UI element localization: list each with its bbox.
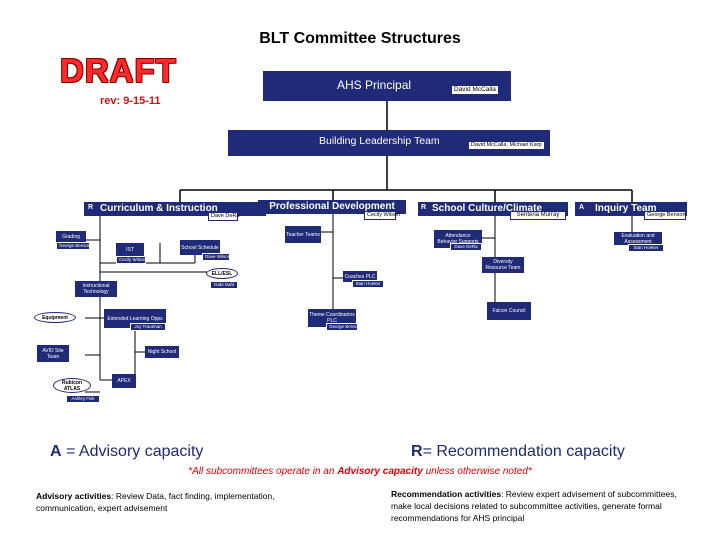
coaches-plc-lead: Stan Hoeker [352, 280, 384, 288]
advisory-legend-text: = Advisory capacity [61, 443, 204, 460]
apex-box[interactable]: APEX [112, 374, 136, 388]
night-school-box[interactable]: Night School [145, 346, 179, 358]
ell-esl-lead: Gabi Dahl [210, 281, 238, 289]
theme-coordinators-lead: George Benson [326, 323, 361, 331]
attendance-lead: Dave DeRa [450, 243, 482, 251]
culture-title: School Culture/Climate [432, 203, 543, 214]
school-schedule-box[interactable]: School Schedule [180, 240, 220, 255]
evaluation-box[interactable]: Evaluation and Assessment [614, 232, 662, 245]
theme-coordinators-box[interactable]: Theme Coordinators PLC [308, 309, 356, 327]
culture-lead: Senteria Murray [510, 211, 566, 220]
inquiry-lead: George Benson [644, 211, 686, 220]
subcommittee-note: *All subcommittees operate in an Advisor… [0, 466, 720, 477]
recommend-legend: R= Recommendation capacity [411, 443, 625, 461]
curriculum-capacity-letter: R [88, 204, 94, 211]
inquiry-capacity-letter: A [579, 204, 585, 211]
advisory-legend: A = Advisory capacity [50, 443, 203, 461]
recommend-legend-letter: R [411, 443, 423, 460]
recommendation-activities-text: : Review expert advisement of subcommitt… [391, 489, 677, 523]
inquiry-title: Inquiry Team [595, 203, 657, 214]
ell-esl-oval[interactable]: ELL/ESL [206, 268, 238, 279]
rubicon-atlas-oval[interactable]: Rubicon ATLAS [53, 378, 91, 393]
advisory-activities: Advisory activities: Review Data, fact f… [36, 490, 286, 514]
revision-label: rev: 9-15-11 [100, 95, 161, 107]
avid-site-team-box[interactable]: AVID Site Team [37, 345, 69, 362]
recommend-legend-text: = Recommendation capacity [422, 443, 625, 460]
professional-box[interactable]: Professional Development [258, 200, 406, 214]
extended-learning-lead: Joy Trautman [130, 323, 166, 331]
principal-box[interactable]: AHS Principal David McCalla [263, 71, 511, 101]
note-suffix: unless otherwise noted* [422, 466, 532, 477]
blt-names: David McCalla, Michael Karp [468, 141, 545, 150]
principal-title: AHS Principal [337, 78, 412, 92]
grading-box[interactable]: Grading [56, 231, 86, 243]
blt-title: Building Leadership Team [319, 135, 440, 147]
principal-name: David McCalla [451, 85, 499, 95]
curriculum-title: Curriculum & Instruction [100, 203, 218, 214]
blt-box[interactable]: Building Leadership Team David McCalla, … [228, 130, 550, 156]
equipment-oval[interactable]: Equipment [34, 312, 76, 323]
instructional-technology-box[interactable]: Instructional Technology [75, 281, 117, 297]
professional-lead: Cecily Wilson [364, 211, 400, 220]
ist-box[interactable]: IST [116, 243, 144, 257]
school-schedule-lead: Dave Wilson [202, 253, 230, 261]
diversity-box[interactable]: Diversity Resource Team [482, 257, 524, 273]
evaluation-lead: Stan Hoeker [628, 244, 664, 252]
culture-capacity-letter: R [421, 204, 427, 211]
falcon-council-box[interactable]: Falcon Council [487, 302, 531, 320]
advisory-legend-letter: A [50, 443, 62, 460]
advisory-activities-text: : Review Data, fact finding, implementat… [36, 491, 275, 513]
coaches-plc-box[interactable]: Coaches PLC [343, 271, 377, 282]
recommendation-activities-label: Recommendation activities [391, 489, 502, 499]
page-title: BLT Committee Structures [259, 30, 461, 47]
draft-stamp: DRAFT [60, 52, 177, 89]
rubicon-atlas-lead: Ashley Fisk [66, 395, 100, 403]
grading-lead: George Benson [56, 242, 91, 250]
note-bold: Advisory capacity [337, 466, 423, 477]
note-prefix: *All subcommittees operate in an [188, 466, 338, 477]
advisory-activities-label: Advisory activities [36, 491, 112, 501]
ist-lead: Cecily Wilson [116, 256, 146, 264]
curriculum-lead: Dave DeRa [208, 212, 239, 221]
recommendation-activities: Recommendation activities: Review expert… [391, 488, 681, 524]
teacher-teams-box[interactable]: Teacher Teams [285, 226, 321, 243]
professional-title: Professional Development [269, 201, 395, 212]
